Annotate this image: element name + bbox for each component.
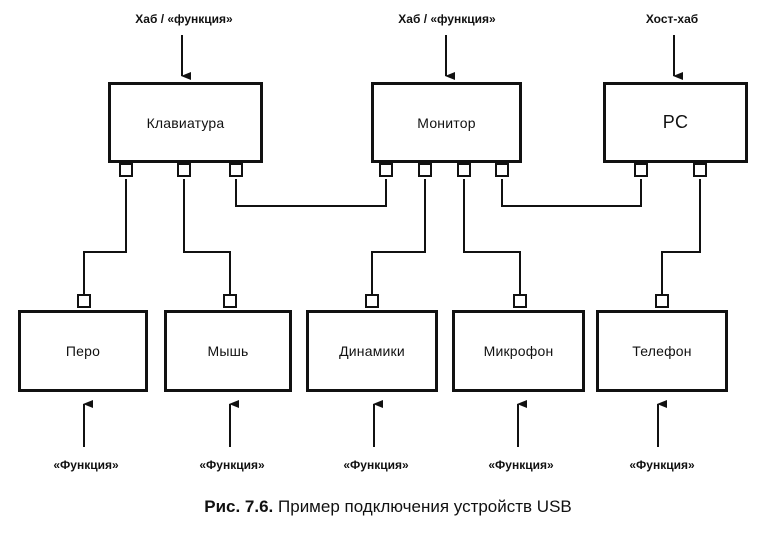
- pc-host-hub: PC: [603, 82, 748, 163]
- monitor-role-label: Хаб / «функция»: [398, 12, 496, 26]
- microphone-role-label: «Функция»: [488, 458, 554, 472]
- keyboard-hub: Клавиатура: [108, 82, 263, 163]
- mouse-role-label: «Функция»: [199, 458, 265, 472]
- pc-port-2: [693, 163, 707, 177]
- mouse-device-label: Мышь: [207, 343, 249, 359]
- pc-role-label: Хост-хаб: [645, 12, 699, 26]
- keyboard-hub-label: Клавиатура: [146, 114, 225, 131]
- line-pc-phone: [661, 179, 701, 294]
- monitor-port-1: [379, 163, 393, 177]
- speakers-port: [365, 294, 379, 308]
- speakers-role-label: «Функция»: [343, 458, 409, 472]
- phone-device-label: Телефон: [632, 343, 692, 359]
- phone-port: [655, 294, 669, 308]
- speakers-device-label: Динамики: [339, 343, 405, 359]
- pen-device: Перо: [18, 310, 148, 392]
- line-monitor-microphone: [463, 179, 521, 294]
- speakers-device: Динамики: [306, 310, 438, 392]
- microphone-device: Микрофон: [452, 310, 585, 392]
- pen-device-label: Перо: [65, 343, 101, 359]
- mouse-port: [223, 294, 237, 308]
- monitor-port-4: [495, 163, 509, 177]
- figure-number: Рис. 7.6.: [204, 497, 274, 516]
- monitor-port-2: [418, 163, 432, 177]
- keyboard-role-label: Хаб / «функция»: [135, 12, 233, 26]
- figure-caption: Рис. 7.6. Пример подключения устройств U…: [0, 497, 776, 517]
- pc-port-1: [634, 163, 648, 177]
- phone-role-label: «Функция»: [629, 458, 695, 472]
- monitor-hub-label: Монитор: [417, 114, 476, 131]
- mouse-device: Мышь: [164, 310, 292, 392]
- line-keyboard-monitor: [235, 179, 387, 207]
- monitor-hub: Монитор: [371, 82, 522, 163]
- keyboard-port-2: [177, 163, 191, 177]
- line-monitor-pc: [501, 179, 642, 207]
- phone-device: Телефон: [596, 310, 728, 392]
- monitor-port-3: [457, 163, 471, 177]
- keyboard-port-1: [119, 163, 133, 177]
- microphone-port: [513, 294, 527, 308]
- line-monitor-speakers: [371, 179, 426, 294]
- line-keyboard-pen: [83, 179, 127, 294]
- line-keyboard-mouse: [183, 179, 231, 294]
- pen-port: [77, 294, 91, 308]
- figure-caption-text: Пример подключения устройств USB: [278, 497, 572, 516]
- pc-host-hub-label: PC: [662, 112, 689, 132]
- pen-role-label: «Функция»: [53, 458, 119, 472]
- keyboard-port-3: [229, 163, 243, 177]
- microphone-device-label: Микрофон: [483, 343, 554, 359]
